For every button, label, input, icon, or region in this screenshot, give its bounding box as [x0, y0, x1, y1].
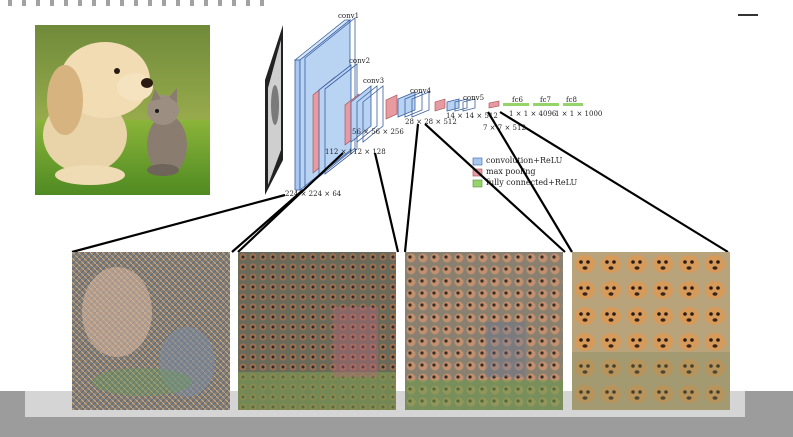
conv2-block — [318, 63, 358, 176]
visualization-panel-conv1 — [72, 252, 230, 410]
dim-224: 224 × 224 × 64 — [285, 190, 342, 198]
connector-2a — [237, 152, 344, 253]
connector-4a — [487, 111, 573, 253]
visualization-panel-conv3 — [405, 252, 563, 410]
legend-conv: convolution+ReLU — [486, 156, 563, 165]
label-fc8: fc8 — [566, 96, 577, 104]
conv4-block — [397, 91, 430, 118]
conv5-block — [446, 98, 476, 112]
dim-112: 112 × 112 × 128 — [325, 148, 386, 156]
pool3-block — [385, 94, 398, 120]
connector-1b — [231, 189, 304, 253]
dim-4096: 1 × 1 × 4096 — [509, 110, 557, 118]
input-photo — [35, 25, 210, 195]
label-conv4: conv4 — [410, 87, 432, 95]
pool5-block — [488, 100, 500, 109]
top-right-rule — [738, 14, 758, 16]
dim-1000: 1 × 1 × 1000 — [555, 110, 603, 118]
fc6-block — [503, 103, 529, 106]
dim-7: 7 × 7 × 512 — [483, 124, 526, 132]
fc7-block — [533, 103, 559, 106]
dim-14: 14 × 14 × 512 — [446, 112, 498, 120]
input-image-slab — [265, 25, 283, 195]
vgg-architecture-diagram — [265, 17, 583, 195]
visualization-panel-conv2 — [238, 252, 396, 410]
label-fc6: fc6 — [512, 96, 523, 104]
pool4-block — [434, 98, 446, 112]
label-conv3: conv3 — [363, 77, 385, 85]
visualization-panel-conv5 — [572, 252, 730, 410]
label-fc7: fc7 — [540, 96, 551, 104]
dim-28: 28 × 28 × 512 — [405, 118, 457, 126]
connector-2b — [373, 152, 400, 253]
label-conv5: conv5 — [463, 94, 485, 102]
label-conv1: conv1 — [338, 12, 360, 20]
connector-3b — [424, 123, 566, 253]
legend-fc: fully connected+ReLU — [486, 178, 578, 187]
connector-3a — [403, 123, 420, 253]
dim-56: 56 × 56 × 256 — [352, 128, 404, 136]
legend-pool: max pooling — [486, 167, 536, 176]
connector-4b — [499, 111, 729, 253]
fc8-block — [563, 103, 583, 106]
connector-1a — [71, 193, 286, 254]
conv3-block — [350, 85, 384, 143]
label-conv2: conv2 — [349, 57, 371, 65]
top-edge-artifact — [8, 0, 268, 6]
